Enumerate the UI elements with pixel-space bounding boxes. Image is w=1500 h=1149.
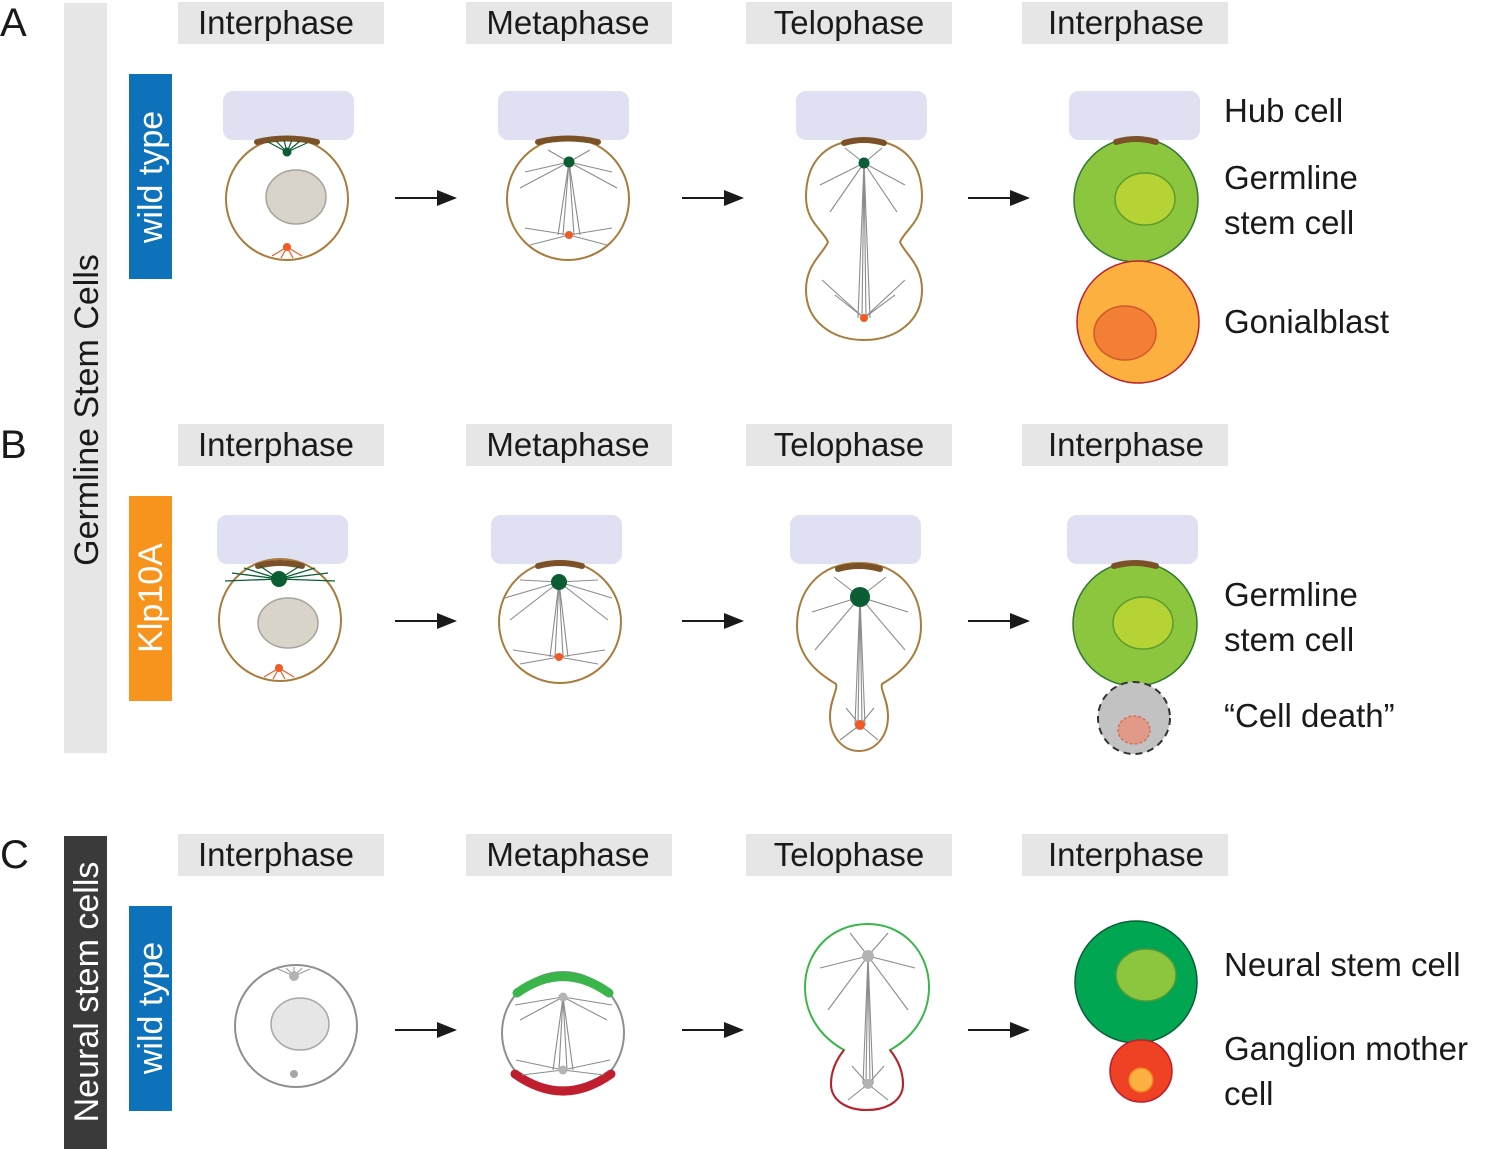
- label-stem-cell: stem cell: [1224, 204, 1354, 241]
- genotype-tag-c-label: wild type: [132, 942, 170, 1075]
- cell-a-metaphase: [498, 91, 630, 261]
- phase-headers-a: Interphase Metaphase Telophase Interphas…: [178, 2, 1228, 44]
- cell-b-interphase: [217, 515, 348, 682]
- basal-crescent: [510, 1069, 616, 1096]
- progression-arrows: [395, 190, 1030, 1038]
- cell-c-metaphase: [501, 971, 625, 1096]
- cell-c-result: [1074, 920, 1198, 1103]
- germline-group-label: Germline Stem Cells: [68, 254, 106, 566]
- cell-a-interphase: [223, 91, 354, 261]
- cell-c-interphase: [234, 964, 358, 1088]
- label-stem-cell: stem cell: [1224, 621, 1354, 658]
- phase-label: Metaphase: [486, 836, 649, 873]
- neural-group-label: Neural stem cells: [68, 862, 106, 1123]
- neural-group-bar: [64, 836, 107, 1149]
- cell-a-result: [1069, 91, 1200, 384]
- phase-label: Telophase: [774, 426, 924, 463]
- phase-label: Interphase: [198, 4, 354, 41]
- label-cell-death: “Cell death”: [1224, 697, 1395, 734]
- phase-headers-c: Interphase Metaphase Telophase Interphas…: [178, 834, 1228, 876]
- cell-b-result: [1067, 515, 1198, 755]
- phase-label: Telophase: [774, 836, 924, 873]
- label-ganglion-mother: Ganglion mother: [1224, 1030, 1468, 1067]
- hub-cell-shape: [1069, 91, 1200, 140]
- phase-label: Interphase: [198, 426, 354, 463]
- genotype-tag-a-label: wild type: [132, 111, 170, 244]
- phase-label: Telophase: [774, 4, 924, 41]
- genotype-tag-b: [129, 496, 172, 701]
- genotype-tag-a: [129, 74, 172, 279]
- label-germline: Germline: [1224, 159, 1358, 196]
- hub-cell-shape: [223, 91, 354, 140]
- label-neural-stem-cell: Neural stem cell: [1224, 946, 1461, 983]
- cell-c-telophase: [803, 922, 931, 1112]
- apical-crescent: [512, 972, 614, 998]
- genotype-tag-b-label: Klp10A: [132, 543, 170, 653]
- cell-b-metaphase: [491, 515, 622, 684]
- label-gonialblast: Gonialblast: [1224, 303, 1389, 340]
- panel-letter-c: C: [0, 833, 29, 877]
- label-cell: cell: [1224, 1075, 1274, 1112]
- phase-label: Interphase: [1048, 836, 1204, 873]
- genotype-tag-c: [129, 906, 172, 1111]
- label-germline: Germline: [1224, 576, 1358, 613]
- cell-a-telophase: [796, 91, 927, 342]
- label-hub-cell: Hub cell: [1224, 92, 1343, 129]
- panel-letter-a: A: [0, 1, 27, 45]
- phase-label: Interphase: [198, 836, 354, 873]
- germline-group-bar: [64, 3, 107, 753]
- phase-label: Interphase: [1048, 426, 1204, 463]
- phase-headers-b: Interphase Metaphase Telophase Interphas…: [178, 424, 1228, 466]
- phase-label: Metaphase: [486, 426, 649, 463]
- phase-label: Interphase: [1048, 4, 1204, 41]
- phase-label: Metaphase: [486, 4, 649, 41]
- panel-letter-b: B: [0, 423, 27, 467]
- cell-b-telophase: [790, 515, 923, 753]
